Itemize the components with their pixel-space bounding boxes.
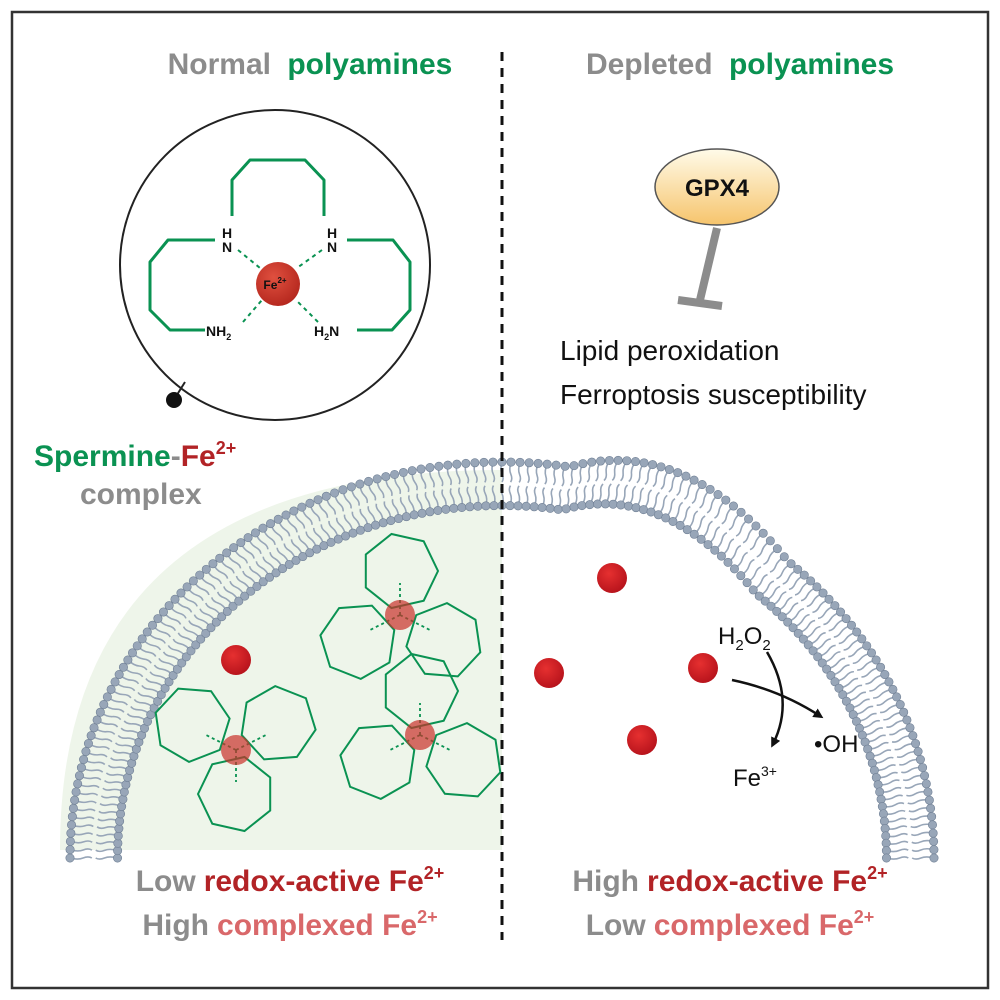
spermine-iron-complex-3 — [339, 652, 502, 801]
effect-ferroptosis-susceptibility: Ferroptosis susceptibility — [560, 379, 867, 410]
nh2-right: H2N — [314, 323, 339, 342]
right-heading: Depleted polyamines — [586, 48, 894, 81]
spermine-ring — [425, 721, 502, 798]
left-heading: Normal polyamines — [168, 48, 453, 81]
free-iron-right-4 — [627, 725, 657, 755]
spermine-ring — [405, 601, 482, 678]
complex-label-line2: complex — [80, 478, 202, 511]
spermine-ring — [196, 755, 272, 833]
free-iron-right-2 — [534, 658, 564, 688]
gpx4-ellipse — [654, 148, 780, 226]
nh2-left: NH2 — [206, 323, 231, 342]
complexed-iron — [385, 600, 415, 630]
inhibition-stem — [696, 227, 721, 301]
lipid-heads — [65, 455, 939, 863]
gpx4-label: GPX4 — [685, 175, 750, 202]
inhibition-bar — [677, 296, 723, 310]
right-heading-depleted: Depleted — [586, 48, 713, 81]
cytoplasm-left — [60, 470, 502, 850]
reaction-oh: •OH — [814, 731, 858, 758]
spermine-iron-complex-2 — [154, 684, 317, 833]
complexed-iron — [221, 735, 251, 765]
coordination-bonds — [237, 249, 323, 323]
free-iron-right-1 — [597, 563, 627, 593]
central-iron-label: Fe2+ — [263, 276, 286, 292]
right-heading-polyamines: polyamines — [729, 48, 894, 81]
cell-membrane — [65, 455, 939, 863]
nh-right-n: N — [327, 239, 337, 255]
central-iron-ion — [256, 262, 300, 306]
spermine-ring — [154, 687, 231, 764]
free-iron-right-3 — [688, 653, 718, 683]
complexed-iron — [405, 720, 435, 750]
effect-lipid-peroxidation: Lipid peroxidation — [560, 335, 780, 366]
spermine-structure — [148, 158, 412, 332]
reaction-h2o2: H2O2 — [718, 623, 771, 654]
inset-pointer-dot — [166, 392, 182, 408]
reaction-fe3: Fe3+ — [733, 763, 777, 792]
free-iron-left — [221, 645, 251, 675]
spermine-ring — [384, 652, 460, 730]
spermine-iron-complex-1 — [319, 532, 482, 681]
spermine-iron-complexes — [154, 532, 502, 833]
left-heading-normal: Normal — [168, 48, 271, 81]
reaction-arrow-oh — [731, 678, 824, 719]
spermine-ring — [364, 532, 440, 610]
complex-label-line1: Spermine-Fe2+ — [34, 438, 236, 473]
nh-left-n: N — [222, 239, 232, 255]
nh-right-h: H — [327, 225, 337, 241]
reaction-arrow-fe3 — [765, 651, 784, 748]
nh-left-h: H — [222, 225, 232, 241]
left-heading-polyamines: polyamines — [287, 48, 452, 81]
